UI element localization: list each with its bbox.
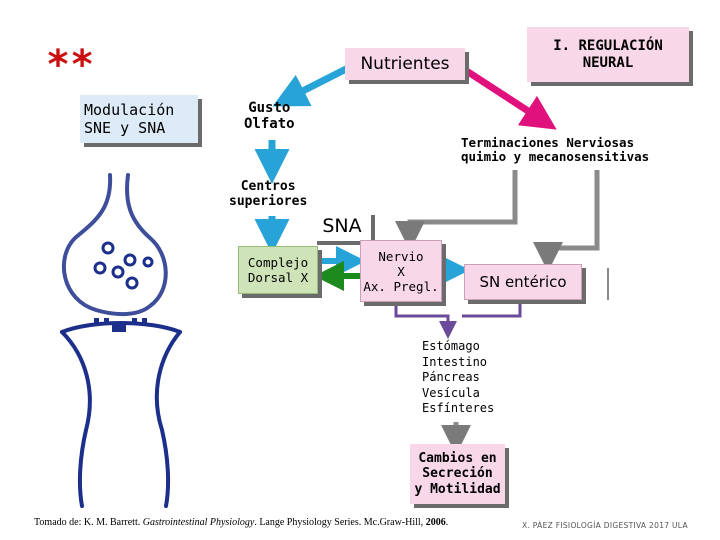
taste-smell-label: Gusto Olfato xyxy=(244,100,295,133)
sna-box: SNA xyxy=(313,211,371,241)
header-title: I. REGULACIÓN NEURAL xyxy=(553,37,663,71)
synapse-vesicles xyxy=(93,241,154,290)
source-prefix: Tomado de: K. M. Barrett. xyxy=(34,517,143,528)
synapse-receptors xyxy=(94,318,147,332)
dorsal-complex-label: Complejo Dorsal X xyxy=(247,255,309,285)
nutrients-label: Nutrientes xyxy=(360,53,450,74)
changes-label: Cambios en Secreción y Motilidad xyxy=(414,450,501,497)
enteric-nervous-system-box: SN entérico xyxy=(464,264,582,300)
modulation-box: Modulación SNE y SNA xyxy=(80,95,198,143)
arrow-nutrients-to-taste xyxy=(272,63,352,107)
footer-credit: X. PÁEZ FISIOLOGÍA DIGESTIVA 2017 ULA xyxy=(522,521,688,530)
arrow-vagus-to-organs xyxy=(394,302,457,339)
source-book: Gastrointestinal Physiology xyxy=(142,517,255,528)
asterisks-marker: ** xyxy=(46,42,95,88)
vagus-nerve-box: Nervio X Ax. Pregl. xyxy=(360,240,442,302)
source-year: 2006 xyxy=(425,517,446,528)
modulation-label: Modulación SNE y SNA xyxy=(84,101,175,137)
arrow-nutrients-to-terminals xyxy=(463,67,557,130)
header-box: I. REGULACIÓN NEURAL xyxy=(527,27,689,82)
higher-centers-label: Centros superiores xyxy=(229,179,308,209)
nutrients-box: Nutrientes xyxy=(345,48,465,80)
sna-label: SNA xyxy=(322,214,362,237)
source-suffix: . Lange Physiology Series. Mc.Graw-Hill, xyxy=(254,517,426,528)
nerve-terminals-label: Terminaciones Nerviosas quimio y mecanos… xyxy=(461,135,650,165)
target-organs-list: Estómago Intestino Páncreas Vesícula Esf… xyxy=(422,339,495,416)
dorsal-complex-box: Complejo Dorsal X xyxy=(238,246,318,294)
arrow-enteric-to-organs xyxy=(462,300,522,318)
vagus-nerve-label: Nervio X Ax. Pregl. xyxy=(363,248,439,294)
arrow-terminals-to-enteric xyxy=(533,170,600,272)
synapse-illustration xyxy=(60,173,182,508)
enteric-label: SN entérico xyxy=(479,273,567,291)
changes-box: Cambios en Secreción y Motilidad xyxy=(410,444,505,504)
source-citation: Tomado de: K. M. Barrett. Gastrointestin… xyxy=(34,517,448,529)
arrow-terminals-to-vagus xyxy=(395,170,518,251)
source-end: . xyxy=(445,517,449,528)
